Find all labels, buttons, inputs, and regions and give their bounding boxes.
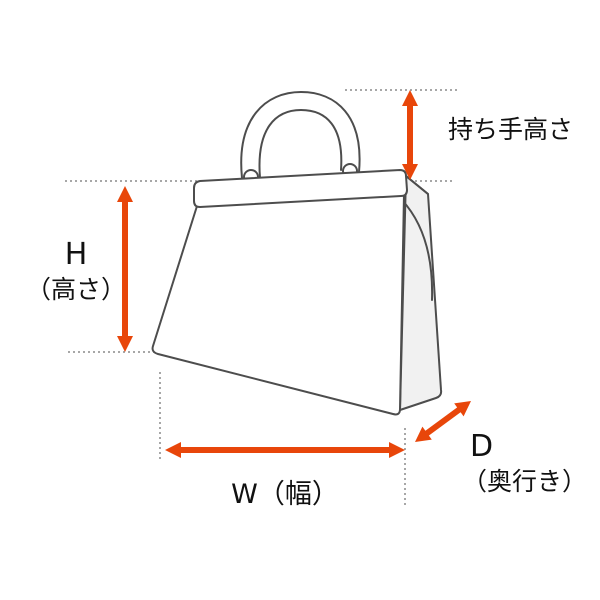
depth-label-letter: D	[470, 429, 494, 464]
handle-height-arrow-head-top	[402, 90, 418, 106]
height-arrow	[117, 186, 133, 352]
height-arrow-head-bottom	[117, 336, 133, 352]
height-label-sub: （高さ）	[25, 274, 126, 304]
height-label-letter: H	[64, 237, 88, 272]
depth-label: D （奥行き）	[462, 428, 587, 497]
handle-height-label: 持ち手高さ	[448, 115, 574, 144]
bag-side-panel	[399, 175, 443, 411]
bag-handle-inner	[258, 109, 343, 179]
depth-arrow	[415, 401, 471, 442]
depth-label-sub: （奥行き）	[462, 466, 588, 496]
width-arrow-head-left	[165, 442, 181, 458]
handle-height-arrow	[402, 90, 418, 180]
depth-arrow-head-lower	[415, 426, 432, 442]
width-arrow-head-right	[389, 442, 405, 458]
handle-height-arrow-head-bottom	[402, 164, 418, 180]
depth-arrow-shaft	[424, 406, 462, 437]
width-arrow	[165, 442, 405, 458]
depth-arrow-head-upper	[454, 401, 471, 417]
bag-front-panel	[151, 193, 405, 416]
width-label: W（幅）	[231, 479, 339, 510]
bag-side-fold	[401, 199, 434, 301]
bag-top-frame	[193, 169, 408, 208]
bag-handle-outer	[240, 91, 361, 179]
height-arrow-head-top	[117, 186, 133, 202]
height-label: H （高さ）	[20, 236, 132, 305]
bag-illustration	[151, 91, 443, 416]
